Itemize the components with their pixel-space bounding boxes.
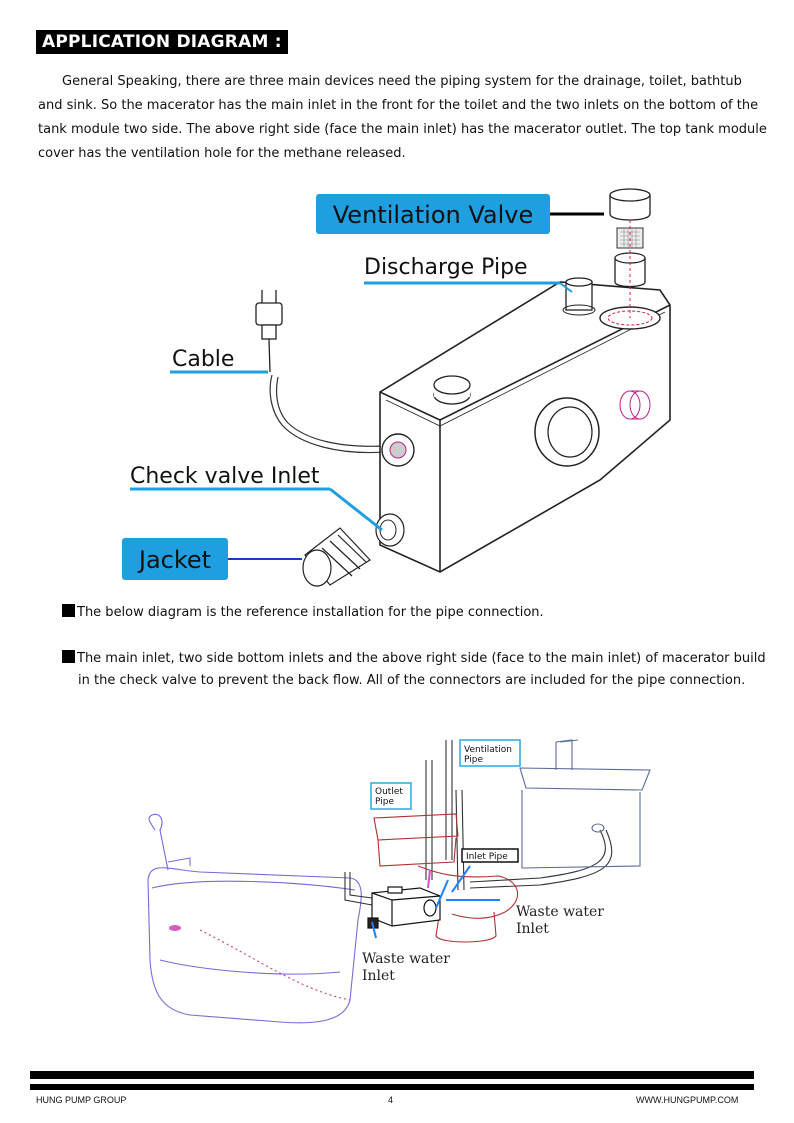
jacket-part — [302, 527, 371, 587]
waste-water-left-label-1: Waste water — [362, 951, 450, 967]
bullet-square-icon — [62, 604, 75, 617]
plug-icon — [255, 290, 283, 373]
cable-line — [269, 374, 386, 454]
footer-rule-thin — [30, 1084, 754, 1090]
macerator-unit — [367, 886, 441, 929]
ventilation-pipe-box — [459, 739, 521, 767]
footer-company: HUNG PUMP GROUP — [36, 1095, 127, 1105]
waste-water-left-label-2: Inlet — [362, 968, 395, 984]
inlet-pipe-box — [461, 848, 519, 863]
outlet-pipe-box — [370, 782, 412, 810]
footer-website: WWW.HUNGPUMP.COM — [636, 1095, 739, 1105]
discharge-pipe-label: Discharge Pipe — [364, 255, 528, 280]
bullet-square-icon — [62, 650, 75, 663]
pipes — [344, 740, 613, 906]
bathtub-drawing — [147, 813, 362, 1024]
outlet-pipe-label-1: Outlet — [375, 787, 403, 797]
sink-drawing — [519, 739, 651, 869]
footer-rule-thick — [30, 1071, 754, 1079]
ventilation-valve-label-box — [316, 194, 550, 234]
check-valve-inlet-label: Check valve Inlet — [130, 464, 320, 489]
waste-water-right-label-2: Inlet — [516, 921, 549, 937]
toilet-drawing — [373, 813, 519, 943]
page-heading: APPLICATION DIAGRAM : — [36, 30, 288, 54]
cable-label: Cable — [172, 347, 234, 372]
jacket-label: Jacket — [137, 546, 211, 574]
ventilation-pipe-label-2: Pipe — [464, 755, 483, 765]
ventilation-pipe-label-1: Ventilation — [464, 745, 512, 755]
ventilation-valve-label: Ventilation Valve — [333, 201, 533, 229]
waste-water-right-label-1: Waste water — [516, 904, 604, 920]
macerator-diagram: Ventilation Valve Discharge Pipe Cable C… — [122, 188, 671, 587]
inlet-pipe-label: Inlet Pipe — [466, 852, 508, 862]
bullet-item-2: The main inlet, two side bottom inlets a… — [62, 648, 768, 692]
ventilation-valve-parts — [609, 188, 651, 318]
intro-paragraph: General Speaking, there are three main d… — [38, 74, 767, 161]
footer-page-number: 4 — [388, 1095, 394, 1105]
bullet-item-1: The below diagram is the reference insta… — [62, 602, 768, 624]
jacket-label-box — [122, 538, 228, 580]
outlet-pipe-label-2: Pipe — [375, 797, 394, 807]
